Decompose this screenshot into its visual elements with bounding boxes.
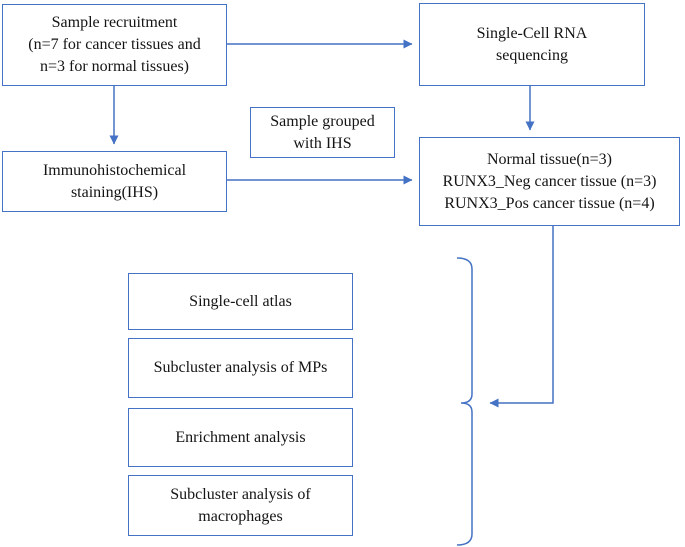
analysis-group-brace: [456, 257, 473, 546]
box-subcluster-macrophages-line: Subcluster analysis of: [170, 485, 311, 503]
box-sample-recruitment: Sample recruitment (n=7 for cancer tissu…: [2, 4, 227, 86]
box-subcluster-analysis-macrophages: Subcluster analysis of macrophages: [128, 475, 353, 536]
box-sample-grouped-line: Sample grouped: [270, 112, 375, 130]
box-single-cell-atlas-line: Single-cell atlas: [189, 292, 292, 310]
box-subcluster-analysis-mps: Subcluster analysis of MPs: [128, 338, 353, 398]
box-ihs-line: Immunohistochemical: [42, 161, 187, 179]
box-subcluster-macrophages-line: macrophages: [198, 507, 283, 525]
box-enrichment-analysis: Enrichment analysis: [128, 408, 353, 467]
box-tissue-groups-line: RUNX3_Pos cancer tissue (n=4): [444, 194, 655, 212]
box-ihs-line: staining(IHS): [70, 183, 159, 201]
box-sample-recruitment-line: (n=7 for cancer tissues and: [28, 36, 201, 53]
box-single-cell-rna-line: Single-Cell RNA: [476, 24, 588, 42]
box-sample-grouped-with-ihs: Sample grouped with IHS: [250, 107, 395, 158]
box-single-cell-atlas: Single-cell atlas: [128, 273, 353, 330]
box-tissue-groups-line: Normal tissue(n=3): [487, 150, 612, 168]
box-tissue-groups: Normal tissue(n=3) RUNX3_Neg cancer tiss…: [419, 137, 680, 226]
arrow-tissue-groups-to-brace: [489, 226, 554, 408]
box-enrichment-line: Enrichment analysis: [175, 428, 306, 446]
box-single-cell-rna-sequencing: Single-Cell RNA sequencing: [419, 3, 645, 86]
box-tissue-groups-line: RUNX3_Neg cancer tissue (n=3): [442, 172, 657, 190]
box-subcluster-mps-line: Subcluster analysis of MPs: [153, 359, 328, 376]
box-sample-grouped-line: with IHS: [293, 134, 352, 152]
box-immunohistochemical-staining: Immunohistochemical staining(IHS): [2, 151, 227, 212]
box-sample-recruitment-line: Sample recruitment: [51, 14, 178, 31]
box-single-cell-rna-line: sequencing: [496, 46, 568, 64]
box-sample-recruitment-line: n=3 for normal tissues): [40, 58, 189, 75]
